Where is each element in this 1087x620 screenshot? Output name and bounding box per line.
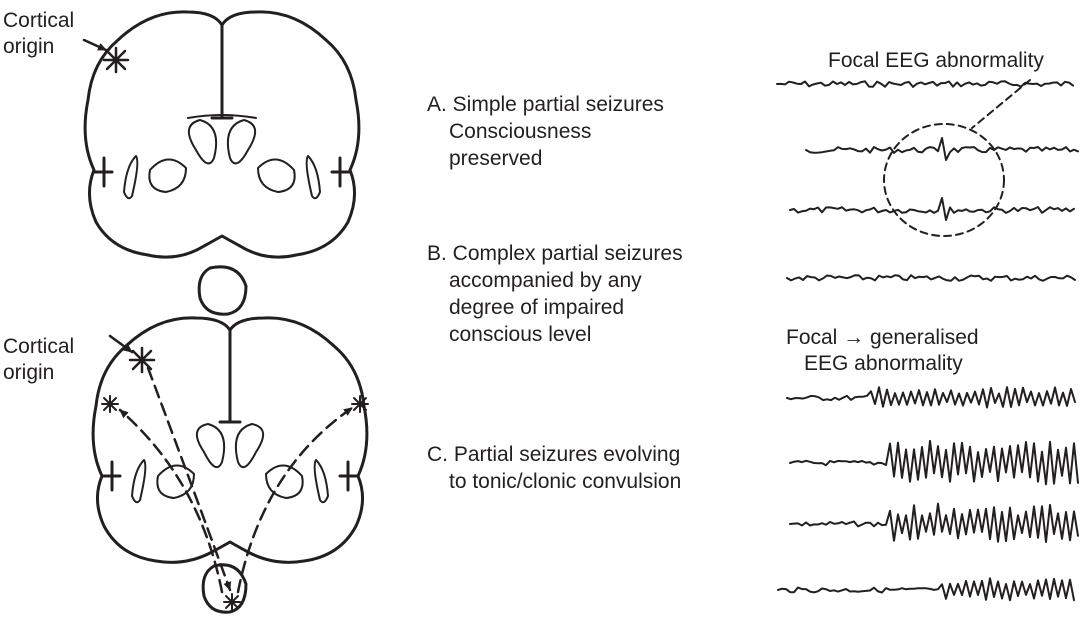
top-brain-thalamus-left bbox=[189, 120, 216, 163]
eeg-general-trace-3 bbox=[790, 504, 1078, 542]
bottom-focus-star bbox=[130, 348, 154, 372]
seizure-type-c-line-2: to tonic/clonic convulsion bbox=[427, 468, 681, 495]
top-brain-diagram bbox=[84, 12, 359, 314]
top-focus-star bbox=[104, 48, 128, 72]
seizure-type-b-line-4: conscious level bbox=[427, 321, 683, 348]
top-brain-lateral-sulcus-right bbox=[332, 158, 350, 186]
bottom-brain-fissure bbox=[220, 330, 240, 422]
eeg-general-trace-4 bbox=[778, 578, 1074, 600]
eeg-focal-circle bbox=[884, 124, 1004, 236]
eeg-generalised-traces bbox=[778, 387, 1078, 600]
top-brain-claustrum-right bbox=[307, 156, 320, 198]
top-brain-fissure bbox=[212, 25, 232, 118]
bottom-brain-thalamus-right bbox=[236, 424, 263, 467]
top-brain-claustrum-left bbox=[124, 156, 137, 198]
bottom-brain-lateral-sulcus-right bbox=[340, 462, 358, 490]
seizure-type-c: C. Partial seizures evolving to tonic/cl… bbox=[427, 441, 681, 495]
top-brain-nucleus-right bbox=[258, 159, 295, 192]
eeg-focal-trace-4 bbox=[787, 275, 1075, 281]
right-secondary-star bbox=[352, 396, 368, 412]
eeg-general-trace-1 bbox=[787, 387, 1075, 407]
seizure-type-a-line-3: preserved bbox=[427, 145, 664, 172]
seizure-type-b-line-2: accompanied by any bbox=[427, 267, 683, 294]
seizure-type-b-line-3: degree of impaired bbox=[427, 294, 683, 321]
bottom-brain-thalamus-left bbox=[197, 424, 224, 467]
seizure-type-a-line-1: A. Simple partial seizures bbox=[427, 91, 664, 118]
eeg-focal-trace-3 bbox=[790, 198, 1074, 220]
left-secondary-star bbox=[102, 396, 118, 412]
top-brain-thalamus-right bbox=[228, 120, 255, 163]
seizure-type-b-line-1: B. Complex partial seizures bbox=[427, 240, 683, 267]
top-origin-arrow bbox=[84, 40, 106, 50]
seizure-type-c-line-1: C. Partial seizures evolving bbox=[427, 441, 681, 468]
bottom-brain-nucleus-left bbox=[157, 465, 194, 498]
seizure-type-a-line-2: Consciousness bbox=[427, 118, 664, 145]
eeg-focal-pointer bbox=[972, 80, 1030, 128]
eeg-generalised-title: Focal → generalised EEG abnormality bbox=[786, 325, 979, 377]
bottom-brain-diagram bbox=[93, 318, 368, 612]
top-brain-lateral-sulcus-left bbox=[94, 158, 112, 186]
seizure-type-a: A. Simple partial seizures Consciousness… bbox=[427, 91, 664, 172]
bottom-brain-claustrum-left bbox=[132, 460, 145, 502]
brainstem-section-top bbox=[199, 267, 246, 314]
bottom-brain-lateral-sulcus-left bbox=[102, 462, 120, 490]
seizure-type-b: B. Complex partial seizures accompanied … bbox=[427, 240, 683, 348]
top-origin-label: Cortical origin bbox=[3, 8, 74, 60]
brainstem-star bbox=[224, 594, 240, 610]
eeg-general-trace-2 bbox=[790, 441, 1078, 484]
bottom-brain-nucleus-right bbox=[266, 465, 303, 498]
eeg-focal-title: Focal EEG abnormality bbox=[828, 48, 1044, 74]
eeg-focal-traces bbox=[777, 80, 1078, 281]
top-brain-nucleus-left bbox=[149, 159, 186, 192]
bottom-origin-label: Cortical origin bbox=[3, 334, 74, 386]
bottom-brain-claustrum-right bbox=[315, 460, 328, 502]
eeg-focal-trace-2 bbox=[806, 138, 1078, 160]
